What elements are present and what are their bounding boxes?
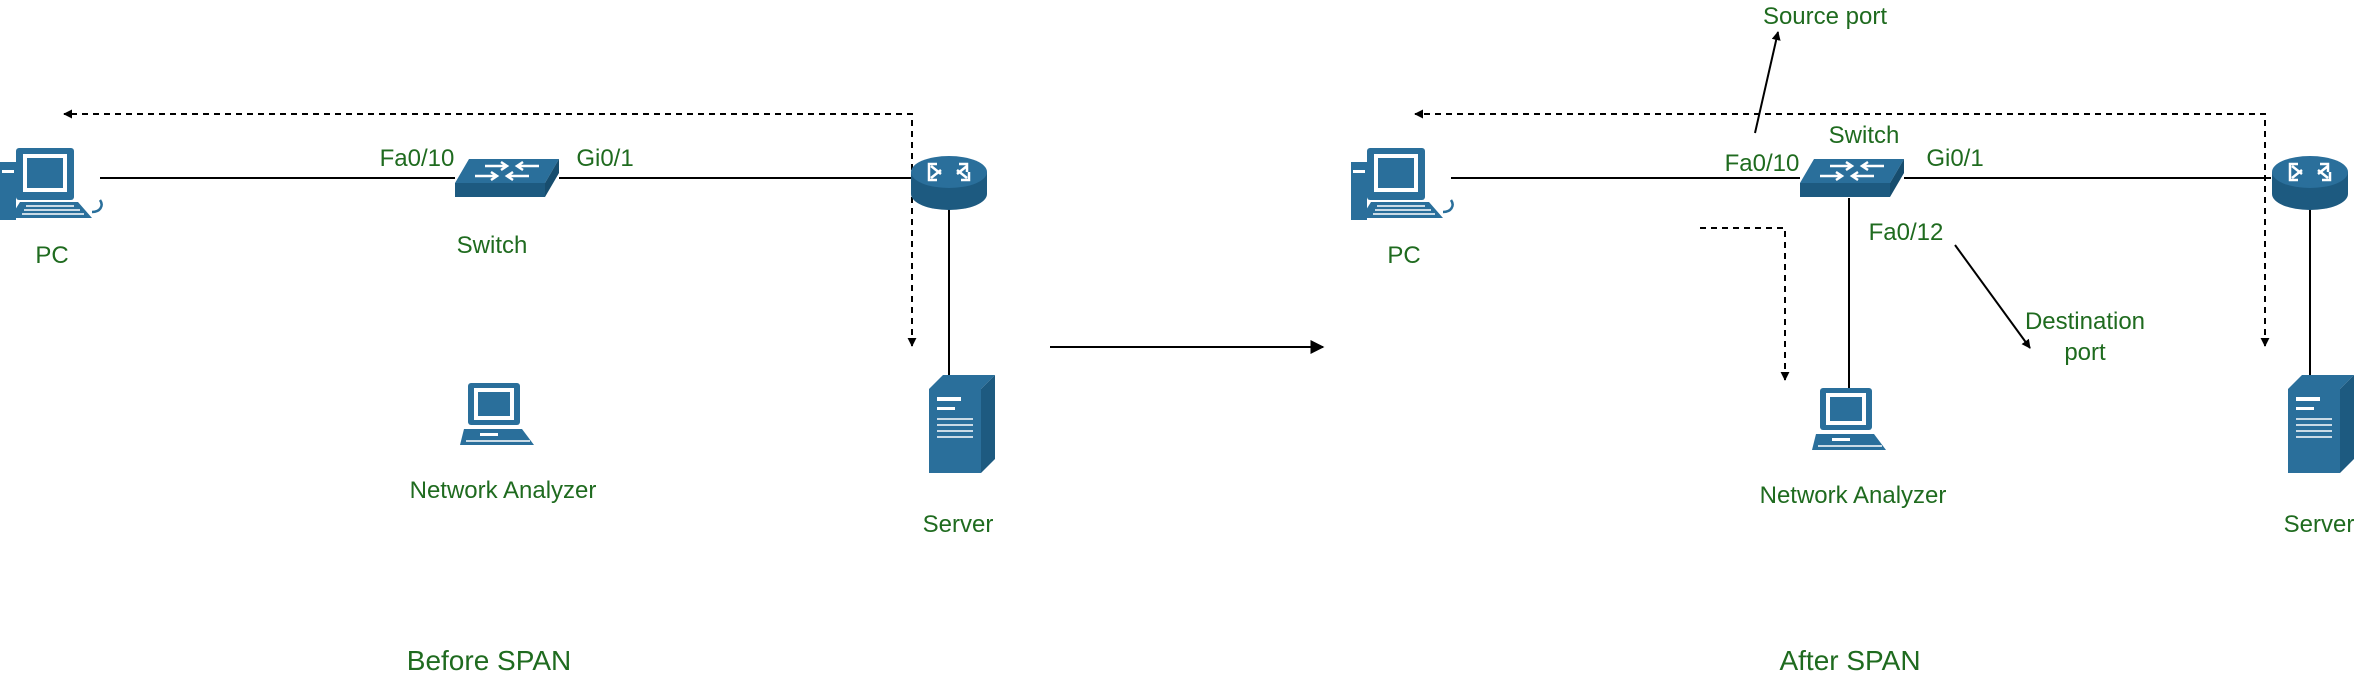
- traffic-flow-path: [63, 109, 917, 347]
- switch-icon-after: [1798, 157, 1906, 199]
- port-fa-label-after: Fa0/10: [1725, 150, 1800, 177]
- destination-port-pointer: [1954, 244, 2031, 349]
- pc-label: PC: [35, 242, 68, 269]
- source-port-pointer: [1754, 31, 1781, 134]
- switch-label-after: Switch: [1829, 122, 1900, 149]
- pc-icon-after: [1349, 146, 1454, 222]
- network-analyzer-label-after: Network Analyzer: [1760, 482, 1947, 509]
- before-span-panel: PC Switch Fa0/10 Gi0/1 Network Analyzer …: [0, 109, 996, 676]
- after-span-panel: Source port Switch Fa0/10 Gi0/1 Fa0/12 D…: [1349, 3, 2355, 676]
- before-span-caption: Before SPAN: [407, 645, 571, 676]
- network-analyzer-icon-after: [1811, 387, 1887, 451]
- destination-port-note-line2: port: [2064, 339, 2106, 366]
- after-span-caption: After SPAN: [1779, 645, 1920, 676]
- pc-icon: [0, 146, 103, 222]
- traffic-flow-path-after: [1414, 109, 2270, 347]
- port-fa-label: Fa0/10: [380, 145, 455, 172]
- destination-port-note-line1: Destination: [2025, 308, 2145, 335]
- source-port-note: Source port: [1763, 3, 1887, 30]
- network-analyzer-label: Network Analyzer: [410, 477, 597, 504]
- server-label-after: Server: [2284, 511, 2355, 538]
- mirrored-traffic-path: [1700, 227, 1790, 381]
- pc-label-after: PC: [1387, 242, 1420, 269]
- network-analyzer-icon: [459, 382, 535, 446]
- switch-icon: [453, 157, 561, 199]
- server-icon-after: [2287, 374, 2355, 474]
- router-icon-after: [2270, 154, 2350, 212]
- port-dest-label: Fa0/12: [1869, 219, 1944, 246]
- server-label: Server: [923, 511, 994, 538]
- port-gi-label: Gi0/1: [576, 145, 633, 172]
- port-gi-label-after: Gi0/1: [1926, 145, 1983, 172]
- switch-label: Switch: [457, 232, 528, 259]
- router-icon: [909, 154, 989, 212]
- server-icon: [928, 374, 996, 474]
